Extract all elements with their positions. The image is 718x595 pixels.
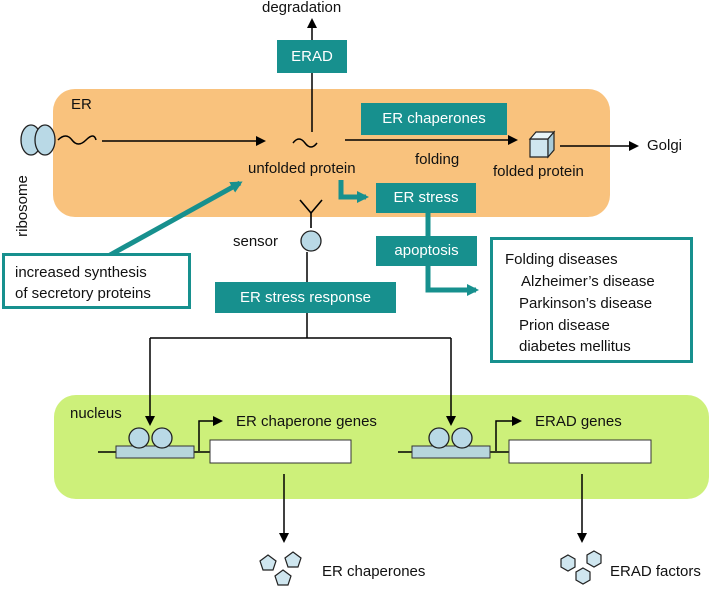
folded-protein-label: folded protein xyxy=(493,163,584,180)
erad-factors-label: ERAD factors xyxy=(610,563,701,580)
transcription-factor-left-1 xyxy=(128,427,150,449)
er-chaperone-genes-label: ER chaperone genes xyxy=(236,413,377,430)
folded-protein-cube-icon xyxy=(528,130,556,159)
disease-prion: Prion disease xyxy=(519,317,610,334)
golgi-label: Golgi xyxy=(647,137,683,154)
folding-label: folding xyxy=(415,151,460,168)
disease-alzheimers: Alzheimer’s disease xyxy=(521,273,655,290)
transcription-start-arrow-right xyxy=(495,416,522,451)
er-stress-arrow xyxy=(338,180,369,203)
erad-genes-label: ERAD genes xyxy=(535,413,622,430)
ribosome-label: ribosome xyxy=(14,175,31,237)
increased-synthesis-line-1: increased synthesis xyxy=(15,264,147,281)
ribosome-icon xyxy=(20,124,56,156)
er-chaperones-product-label: ER chaperones xyxy=(322,563,426,580)
sensor-receptor-icon xyxy=(299,199,323,252)
promoter-bar-left xyxy=(115,445,195,459)
disease-parkinsons: Parkinson’s disease xyxy=(519,295,653,312)
transcription-factor-right-2 xyxy=(451,427,473,449)
er-chaperones-box: ER chaperones xyxy=(361,103,507,135)
er-chaperones-product-icon xyxy=(259,551,302,586)
transcription-factor-left-2 xyxy=(151,427,173,449)
erad-factors-product-icon xyxy=(560,550,602,585)
gene-box-right xyxy=(508,439,652,464)
apoptosis-box: apoptosis xyxy=(376,236,477,266)
increased-synthesis-box: increased synthesis of secretory protein… xyxy=(2,253,191,309)
nascent-chain-squiggle xyxy=(57,135,97,145)
folding-diseases-title: Folding diseases xyxy=(505,251,618,268)
er-label: ER xyxy=(71,96,92,113)
increased-synthesis-line-2: of secretory proteins xyxy=(15,285,151,302)
increased-synthesis-arrow xyxy=(108,180,243,258)
disease-diabetes: diabetes mellitus xyxy=(519,338,631,355)
erad-box: ERAD xyxy=(277,40,347,73)
nucleus-label: nucleus xyxy=(70,405,122,422)
unfolded-protein-squiggle xyxy=(292,138,318,148)
unfolded-protein-label: unfolded protein xyxy=(248,160,356,177)
folding-diseases-arrow xyxy=(425,263,479,296)
degradation-label: degradation xyxy=(262,0,342,16)
er-stress-response-box: ER stress response xyxy=(215,282,396,313)
er-region xyxy=(53,89,610,217)
transcription-factor-right-1 xyxy=(428,427,450,449)
er-stress-box: ER stress xyxy=(376,183,476,213)
gene-box-left xyxy=(209,439,352,464)
promoter-bar-right xyxy=(411,445,491,459)
sensor-label: sensor xyxy=(233,233,279,250)
folding-diseases-box: Folding diseases Alzheimer’s disease Par… xyxy=(490,237,693,363)
transcription-start-arrow-left xyxy=(198,416,223,451)
